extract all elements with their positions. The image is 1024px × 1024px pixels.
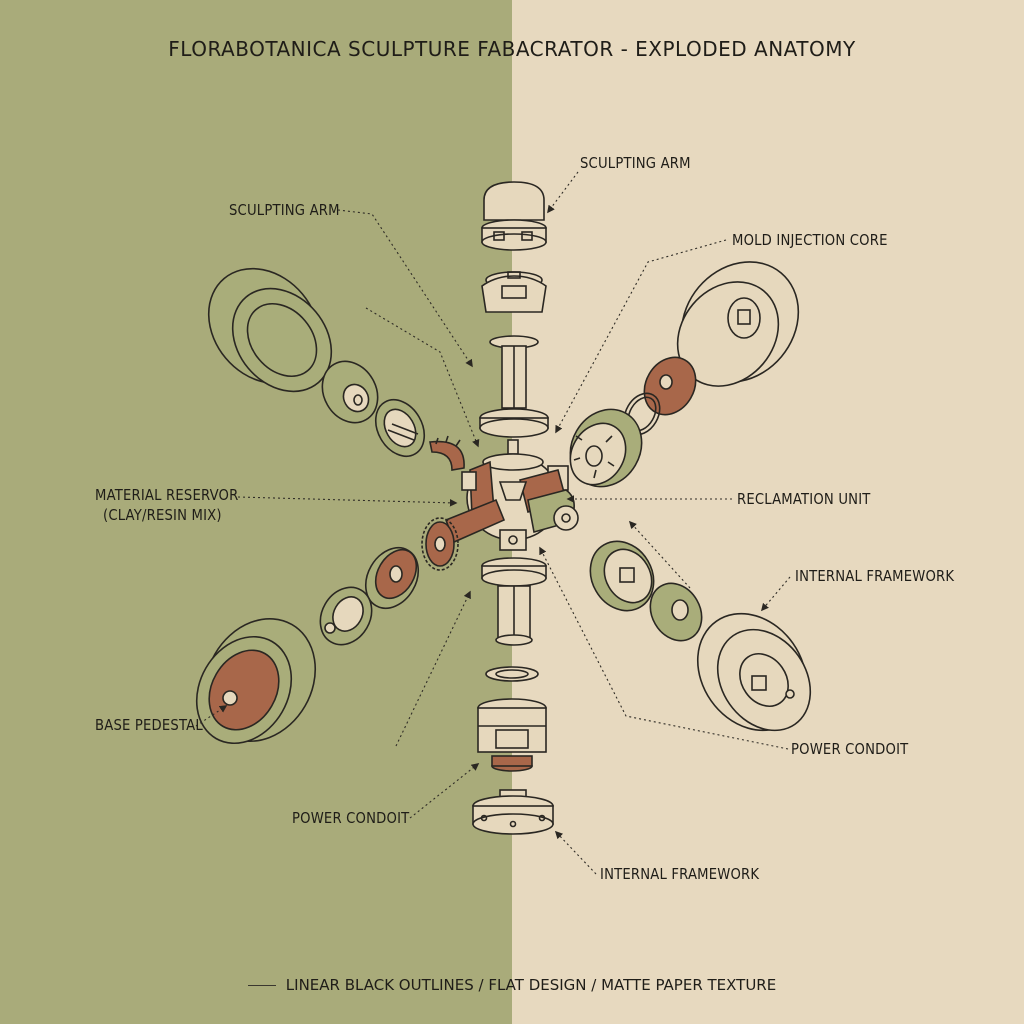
lower-coupler-part [477, 698, 547, 772]
red-washer-left [364, 547, 420, 609]
cap-disc-left [319, 586, 373, 646]
label-material-reservoir: MATERIAL RESERVOR [95, 486, 239, 504]
spacer-ring-part [485, 666, 539, 682]
drive-gear-shaft [421, 498, 506, 571]
half-gear-segment [429, 435, 465, 471]
left-background-panel [0, 0, 512, 1024]
label-reclamation-unit: RECLAMATION UNIT [737, 490, 871, 508]
label-sculpting-arm-top: SCULPTING ARM [580, 154, 691, 172]
label-internal-framework-right: INTERNAL FRAMEWORK [795, 567, 955, 585]
footer-caption: LINEAR BLACK OUTLINES / FLAT DESIGN / MA… [0, 976, 1024, 994]
spring-ring-left [374, 398, 426, 458]
large-ring-upper-right [676, 261, 800, 387]
label-sculpting-arm-left: SCULPTING ARM [229, 201, 340, 219]
footer-dash-icon [247, 985, 276, 986]
label-power-condoit-right: POWER CONDOIT [791, 740, 909, 758]
label-base-pedestal: BASE PEDESTAL [95, 716, 203, 734]
cog-wheel-right [569, 408, 643, 488]
gear-disc-right [589, 540, 655, 612]
upper-shaft-part [479, 335, 549, 438]
large-ring-upper-left [207, 267, 333, 393]
pulley-wheel-left [321, 360, 379, 424]
label-material-reservoir-sub: (CLAY/RESIN MIX) [103, 506, 222, 524]
right-background-panel [512, 0, 1024, 1024]
label-mold-injection-core: MOLD INJECTION CORE [732, 231, 888, 249]
green-ring-right [649, 582, 703, 642]
label-internal-framework-bottom: INTERNAL FRAMEWORK [600, 865, 760, 883]
base-pedestal-wheel [195, 617, 317, 745]
footer-text: LINEAR BLACK OUTLINES / FLAT DESIGN / MA… [285, 976, 777, 994]
top-cap-part [481, 181, 547, 251]
lower-shaft-part [481, 557, 547, 646]
power-condoit-wheel [696, 612, 812, 732]
upper-coupler-part [481, 271, 547, 313]
label-power-condoit-left: POWER CONDOIT [292, 809, 410, 827]
page-title: FLORABOTANICA SCULPTURE FABACRATOR - EXP… [168, 37, 856, 61]
bottom-flange-part [472, 789, 554, 835]
central-hub [461, 439, 579, 551]
